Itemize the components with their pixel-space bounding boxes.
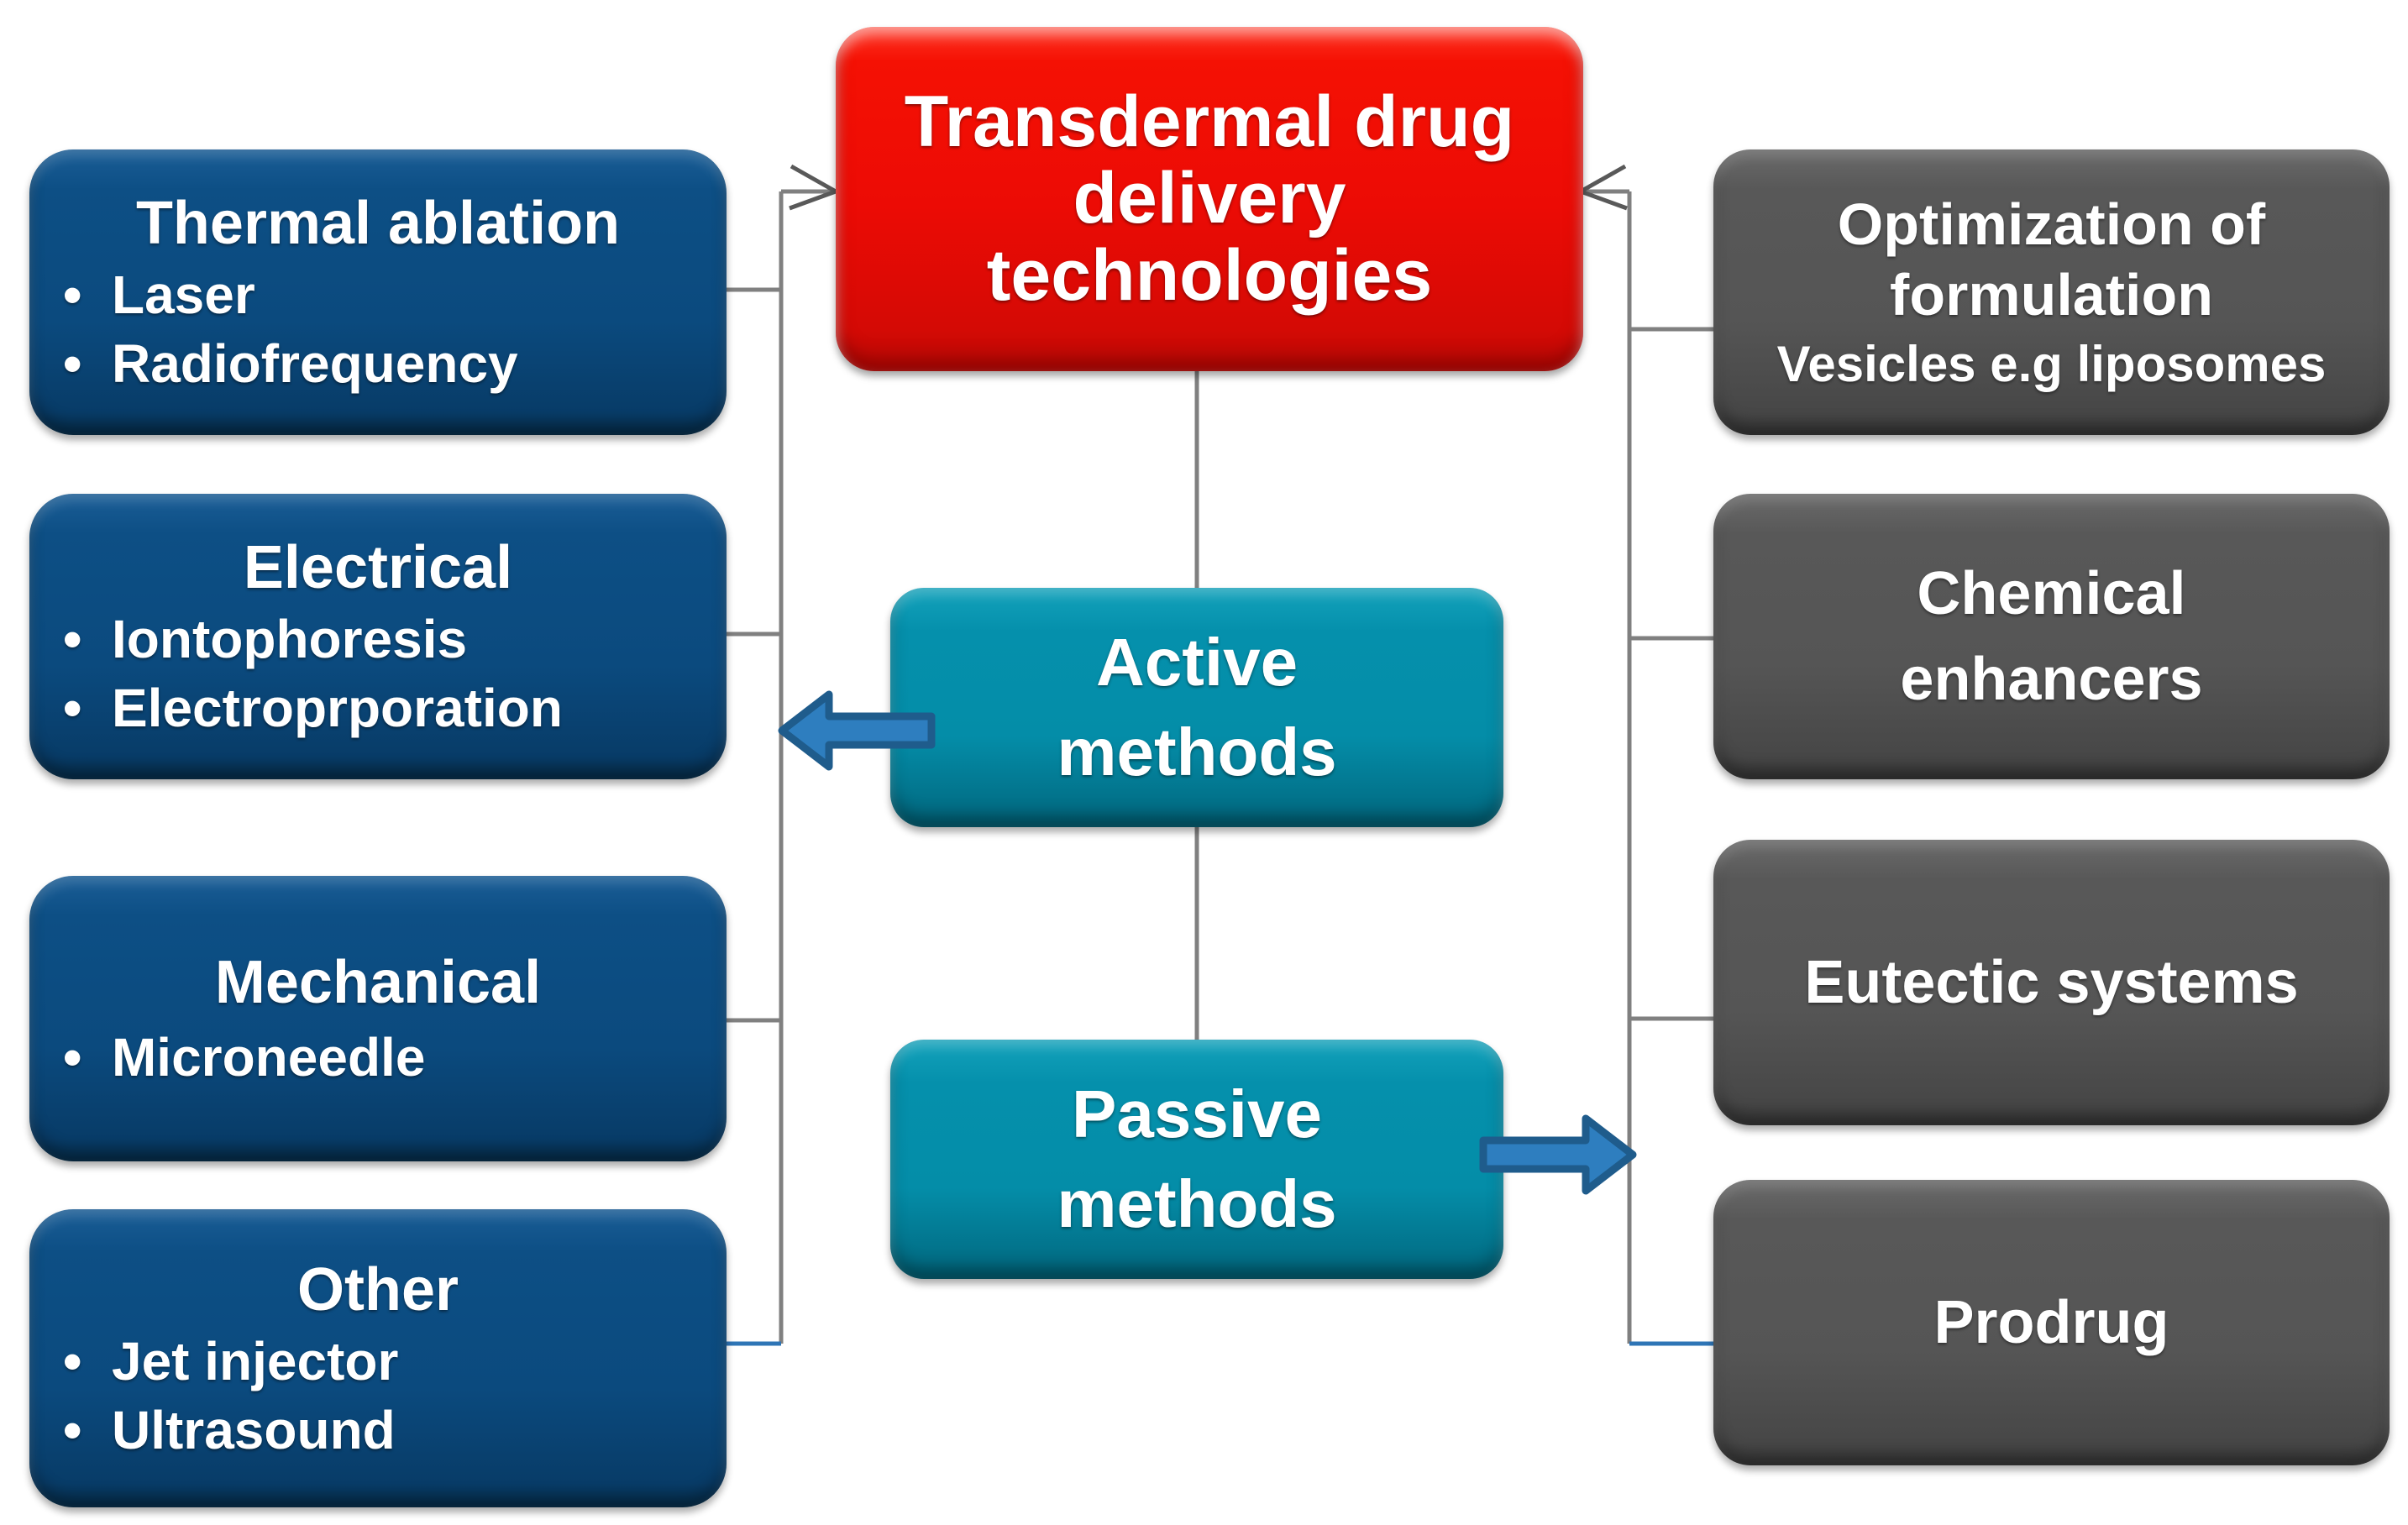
bullet-item: • Iontophoresis [63, 611, 727, 668]
bullet-label: Laser [111, 265, 255, 326]
node-optimization-title-line-1: Optimization of [1837, 191, 2266, 258]
left-block-arrow-icon [778, 690, 936, 771]
bullet-label: Iontophoresis [111, 609, 468, 670]
bullet-glyph: • [63, 1027, 97, 1088]
node-prodrug-label: Prodrug [1933, 1288, 2169, 1356]
bullet-glyph: • [63, 265, 97, 326]
bullet-glyph: • [63, 333, 97, 395]
node-active-methods-line-2: methods [1057, 714, 1337, 789]
bullet-label: Jet injector [111, 1330, 399, 1391]
bullet-label: Ultrasound [111, 1399, 396, 1460]
title-line-3: technologies [986, 234, 1433, 316]
bullet-glyph: • [63, 678, 97, 739]
bullet-item: • Microneedle [63, 1027, 727, 1088]
node-eutectic-systems[interactable]: Eutectic systems [1713, 840, 2390, 1125]
node-mechanical[interactable]: Mechanical • Microneedle [29, 876, 727, 1161]
node-other[interactable]: Other • Jet injector • Ultrasound [29, 1209, 727, 1507]
node-optimization-of-formulation[interactable]: Optimization of formulation Vesicles e.g… [1713, 149, 2390, 435]
title-line-2: delivery [1073, 158, 1346, 239]
bullet-glyph: • [63, 1330, 97, 1391]
title-line-1: Transdermal drug [904, 81, 1515, 163]
node-thermal-ablation-title: Thermal ablation [135, 190, 621, 258]
node-prodrug[interactable]: Prodrug [1713, 1180, 2390, 1465]
node-transdermal-drug-delivery-technologies[interactable]: Transdermal drug delivery technologies [836, 27, 1583, 371]
node-optimization-subtitle: Vesicles e.g liposomes [1776, 336, 2327, 393]
node-chemical-enhancers[interactable]: Chemical enhancers [1713, 494, 2390, 779]
bullet-item: • Ultrasound [63, 1402, 727, 1459]
bullet-item: • Electroprporation [63, 678, 727, 739]
arrowhead-left-into-title [789, 164, 841, 211]
node-electrical[interactable]: Electrical • Iontophoresis • Electroprpo… [29, 494, 727, 779]
right-block-arrow-icon [1479, 1114, 1637, 1195]
bullet-label: Electroprporation [111, 678, 563, 739]
node-eutectic-systems-label: Eutectic systems [1804, 948, 2299, 1016]
bullet-glyph: • [63, 1399, 97, 1460]
bullet-item: • Jet injector [63, 1330, 727, 1391]
node-optimization-title-line-2: formulation [1890, 262, 2213, 328]
bullet-glyph: • [63, 609, 97, 670]
node-passive-methods-line-2: methods [1057, 1166, 1337, 1241]
node-passive-methods-line-1: Passive [1071, 1076, 1323, 1151]
bullet-label: Radiofrequency [111, 333, 518, 395]
node-mechanical-title: Mechanical [214, 948, 542, 1016]
bullet-label: Microneedle [111, 1027, 426, 1088]
bullet-item: • Laser [63, 265, 727, 326]
node-chemical-enhancers-line-1: Chemical [1917, 559, 2186, 627]
bullet-item: • Radiofrequency [63, 333, 727, 395]
node-chemical-enhancers-line-2: enhancers [1900, 646, 2203, 713]
arrowhead-right-into-title [1576, 164, 1628, 211]
node-active-methods[interactable]: Active methods [890, 588, 1503, 827]
node-other-title: Other [296, 1255, 459, 1323]
node-thermal-ablation[interactable]: Thermal ablation • Laser • Radiofrequenc… [29, 149, 727, 435]
node-passive-methods[interactable]: Passive methods [890, 1040, 1503, 1279]
node-active-methods-line-1: Active [1095, 624, 1298, 700]
node-electrical-title: Electrical [243, 534, 513, 602]
